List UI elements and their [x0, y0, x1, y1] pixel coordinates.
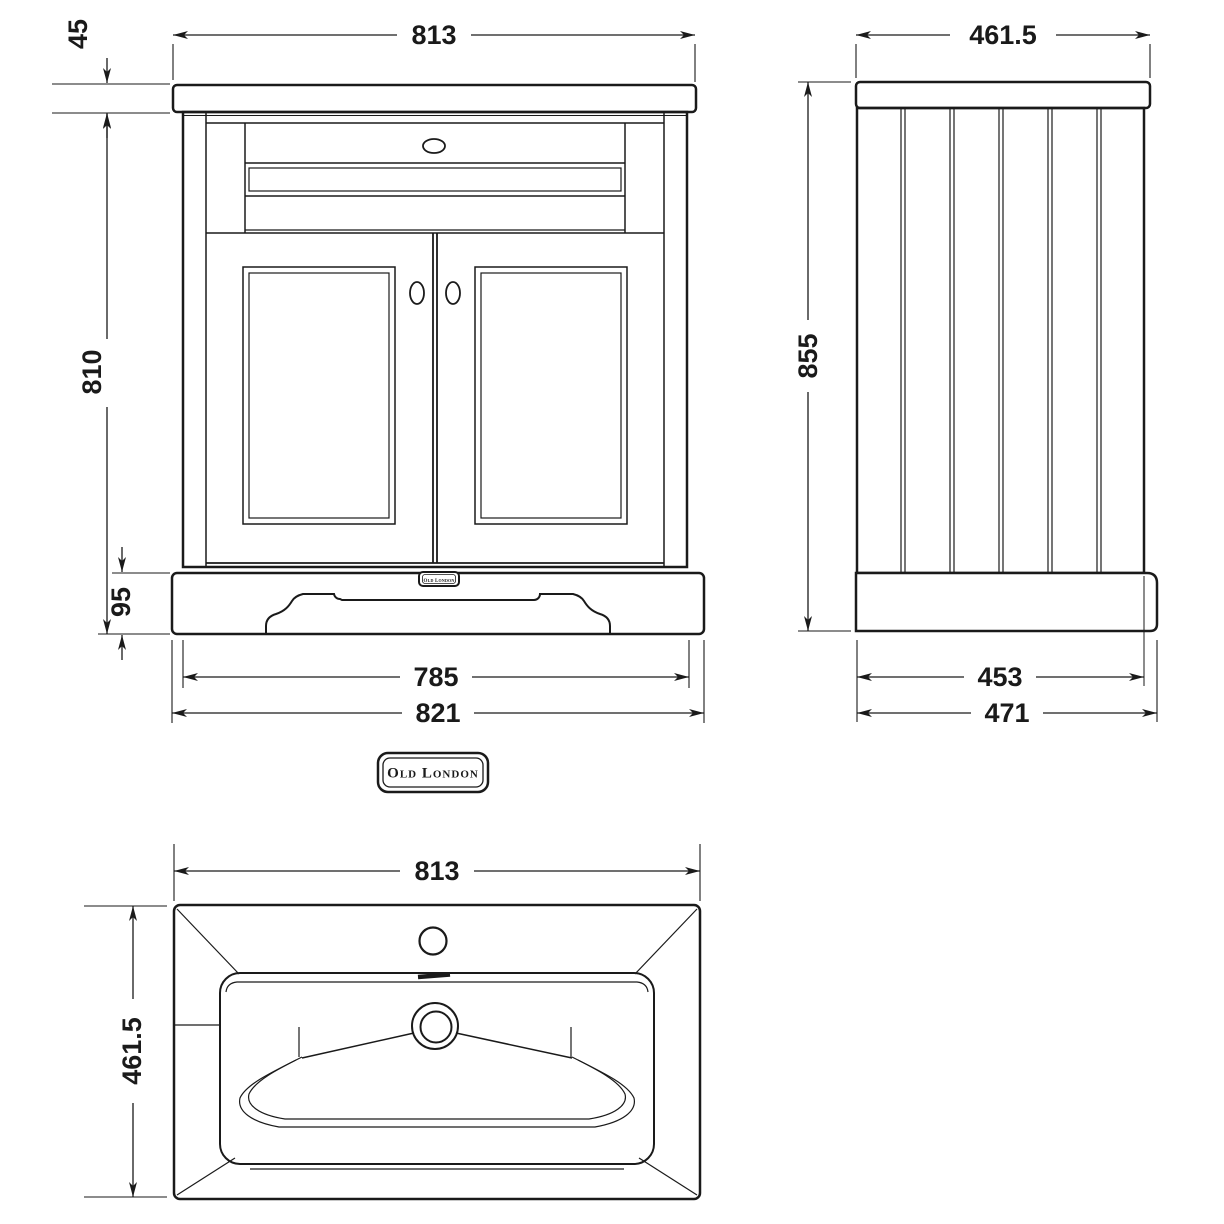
dim-front-overall-width: 821: [415, 698, 460, 728]
dim-side-overall-height: 855: [793, 333, 823, 378]
basin-top-view: 813 461.5: [84, 844, 702, 1201]
brand-logo-badge: Old London: [376, 751, 490, 794]
dim-front-plinth-height: 95: [106, 587, 136, 617]
dim-side-overall-depth: 471: [984, 698, 1029, 728]
side-view: 461.5 855 453 471: [793, 20, 1159, 728]
plinth-decorative-cutout: [265, 593, 611, 634]
bowl-front-edge-outer: [239, 1059, 635, 1128]
front-plinth: Old London: [170, 571, 706, 636]
basin-corner-diagonal-tr: [634, 908, 698, 975]
side-dimensions: 461.5 855 453 471: [793, 20, 1158, 728]
bowl-slope-line-right: [455, 1032, 573, 1059]
drawer-knob: [422, 138, 446, 154]
front-countertop: [171, 83, 698, 114]
dim-front-body-height: 810: [77, 349, 107, 394]
plinth-badge-text: Old London: [424, 579, 455, 584]
side-countertop: [854, 80, 1152, 110]
overflow-slot: [417, 972, 451, 980]
left-door-panel-outer: [242, 266, 396, 525]
side-plinth: [854, 571, 1159, 633]
dim-side-depth-top: 461.5: [969, 20, 1037, 50]
left-door-knob: [409, 281, 425, 305]
left-door-panel-inner: [248, 272, 390, 519]
brand-logo-text: Old London: [387, 766, 479, 782]
front-dimensions: 813 45 810 95 785: [52, 19, 705, 728]
basin-dimensions: 813 461.5: [84, 844, 701, 1198]
basin-corner-diagonal-br: [638, 1157, 698, 1196]
drain-outer-ring: [411, 1002, 459, 1050]
basin-corner-diagonal-tl: [176, 908, 240, 975]
basin-rim-ledge-line: [225, 981, 649, 993]
dim-front-width-top: 813: [411, 20, 456, 50]
drawer-recessed-band: [248, 167, 622, 192]
dim-basin-depth: 461.5: [117, 1017, 147, 1085]
logo-inner-frame: [382, 757, 484, 788]
basin-corner-diagonal-bl: [176, 1157, 236, 1196]
dim-front-countertop-height: 45: [63, 19, 93, 49]
basin-outer-rim: [172, 903, 702, 1201]
front-cabinet-body: [181, 110, 689, 569]
front-doors: [206, 233, 664, 564]
bowl-slope-line-left: [301, 1032, 415, 1059]
drain-inner-ring: [419, 1010, 453, 1044]
logo-outer-frame: [376, 751, 490, 794]
front-view: Old London 813 45 810 95: [52, 19, 706, 728]
basin-inner-rim: [219, 972, 655, 1165]
tap-hole: [418, 926, 448, 956]
side-panel-slats: [900, 108, 1102, 573]
right-door-panel-inner: [480, 272, 622, 519]
dim-basin-width: 813: [414, 856, 459, 886]
dim-side-feet-inner-depth: 453: [977, 662, 1022, 692]
right-door-panel-outer: [474, 266, 628, 525]
bowl-front-edge-inner: [248, 1056, 626, 1120]
right-door-knob: [445, 281, 461, 305]
plinth-badge-inner-frame: [422, 574, 456, 584]
plinth-badge-frame: [418, 571, 460, 587]
dim-front-feet-inner-width: 785: [413, 662, 458, 692]
front-drawer-section: [206, 123, 664, 234]
